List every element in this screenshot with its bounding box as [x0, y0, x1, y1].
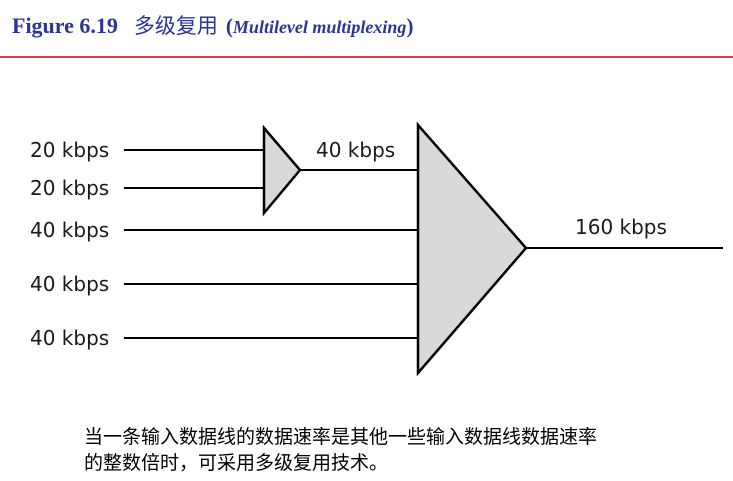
first-stage-multiplexer [262, 124, 302, 217]
figure-title: Figure 6.19 多级复用 (Multilevel multiplexing) [12, 10, 413, 43]
caption: 当一条输入数据线的数据速率是其他一些输入数据线数据速率 的整数倍时，可采用多级复… [84, 424, 724, 476]
header-divider [0, 56, 733, 58]
input-label-4: 40 kbps [30, 272, 109, 296]
second-stage-multiplexer [416, 121, 528, 377]
input-label-1: 20 kbps [30, 138, 109, 162]
figure-title-english: (Multilevel multiplexing) [225, 14, 414, 38]
input-label-3: 40 kbps [30, 218, 109, 242]
figure-number: Figure 6.19 [12, 13, 118, 38]
output-rate-label: 160 kbps [575, 215, 667, 239]
figure-title-chinese: 多级复用 [133, 14, 218, 38]
input-label-5: 40 kbps [30, 326, 109, 350]
input-label-2: 20 kbps [30, 176, 109, 200]
caption-line-2: 的整数倍时，可采用多级复用技术。 [84, 452, 389, 474]
caption-line-1: 当一条输入数据线的数据速率是其他一些输入数据线数据速率 [84, 426, 598, 448]
figure-header: Figure 6.19 多级复用 (Multilevel multiplexing) [0, 0, 733, 58]
intermediate-rate-label: 40 kbps [316, 138, 395, 162]
